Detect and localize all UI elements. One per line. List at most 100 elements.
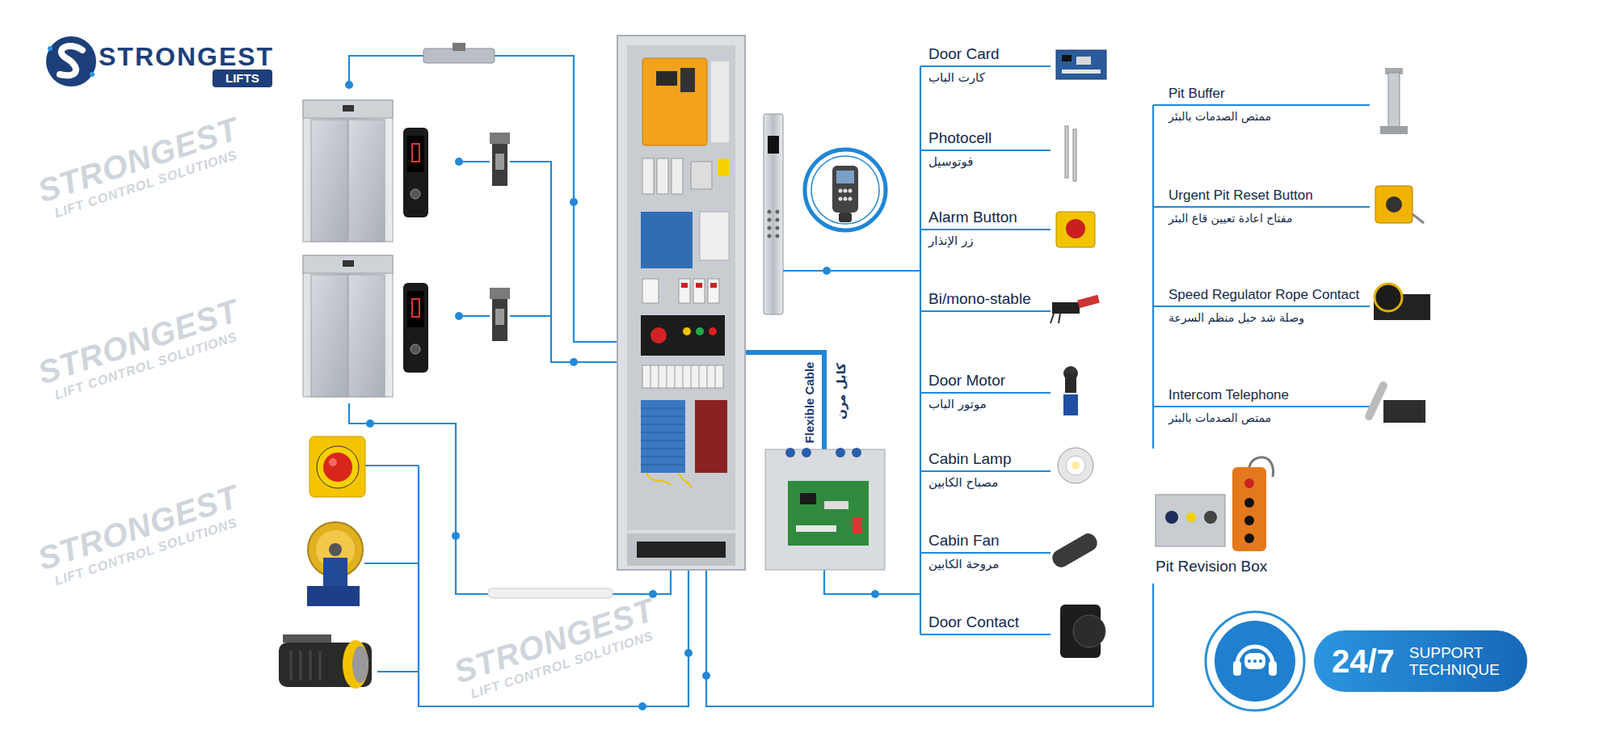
component-label: Pit Revision Box [1155, 557, 1268, 576]
control-cabinet [642, 58, 708, 146]
bistable-icon [1077, 294, 1100, 308]
component-name: Door Card [928, 45, 1000, 64]
component-name-arabic: فوتوسيل [928, 153, 992, 170]
pit-revision-box-icon [1244, 497, 1255, 508]
photocell-icon [1073, 129, 1077, 182]
component-name: Speed Regulator Rope Contact [1168, 286, 1360, 304]
control-cabinet [690, 161, 712, 190]
watermark: STRONGESTLIFT CONTROL SOLUTIONS [33, 110, 248, 225]
control-cabinet [656, 158, 669, 194]
car-operating-panel [767, 135, 779, 154]
wire-dot [366, 419, 375, 428]
handheld-terminal [811, 155, 880, 224]
logo-icon [89, 71, 95, 77]
component-name: Intercom Telephone [1168, 387, 1289, 404]
car-operating-panel [767, 226, 772, 231]
wire-dot [648, 589, 657, 598]
speed-governor [328, 543, 342, 556]
control-cabinet [710, 282, 717, 288]
handheld-terminal [804, 149, 886, 231]
component-label: Cabin Fanمروحة الكابين [928, 531, 1000, 573]
photocell-icon [1065, 126, 1077, 182]
wiring [458, 315, 490, 317]
wire-dot [684, 648, 693, 657]
component-label: Door Motorموتور الباب [928, 371, 1006, 413]
rope-contact-icon [1374, 283, 1403, 312]
handheld-terminal [832, 165, 859, 213]
pit-reset-icon [1375, 185, 1424, 224]
control-cabinet [694, 400, 728, 473]
wiring [920, 66, 1051, 635]
component-name-arabic: كارت الباب [928, 69, 1000, 86]
support-icon [1233, 661, 1242, 676]
logo-badge: LIFTS [212, 69, 273, 88]
logo-icon [46, 36, 97, 87]
hall-display [407, 135, 425, 173]
car-top-box [795, 525, 837, 532]
door-card-icon [1061, 69, 1101, 74]
car-top-box [765, 447, 885, 570]
component-name: Cabin Lamp [928, 450, 1011, 468]
landing-door [303, 255, 393, 274]
control-cabinet [717, 158, 729, 177]
pit-revision-box-icon [1204, 510, 1217, 524]
wiring [1152, 105, 1154, 449]
emergency-stop [309, 436, 366, 497]
light-bar [488, 588, 613, 598]
control-cabinet [682, 327, 691, 336]
control-cabinet [695, 282, 703, 288]
support-hours: 24/7 [1331, 643, 1395, 679]
speed-governor [307, 522, 363, 607]
wiring [706, 569, 1154, 707]
pit-buffer-icon [1388, 72, 1400, 128]
pit-revision-box-icon [1155, 457, 1274, 552]
speed-governor [323, 557, 348, 590]
door-card-icon [1056, 50, 1107, 80]
emergency-stop [323, 452, 353, 482]
cabin-fan-icon [1049, 530, 1101, 570]
hall-display [403, 127, 429, 218]
wire-dot [702, 671, 711, 680]
support-icon [1205, 611, 1305, 711]
traction-motor [282, 634, 332, 643]
control-cabinet [699, 211, 729, 261]
pit-revision-box-icon [1244, 533, 1255, 544]
car-top-box [785, 447, 796, 458]
car-top-box [800, 492, 817, 505]
cabin-lamp-icon [1057, 447, 1094, 484]
wire-dot [345, 80, 354, 89]
car-operating-panel [767, 234, 772, 239]
landing-door [303, 100, 393, 397]
landing-door [348, 274, 385, 397]
support-icon [1244, 652, 1266, 670]
car-top-box [835, 447, 846, 458]
component-name-arabic: وصلة شد حبل منظم السرعة [1168, 309, 1360, 326]
bistable-icon [1050, 313, 1061, 324]
wire-dot [454, 157, 464, 166]
control-cabinet [693, 278, 705, 304]
door-contact-icon [1073, 614, 1106, 648]
car-operating-panel [767, 218, 772, 223]
component-name: Pit Revision Box [1155, 557, 1268, 576]
wiring [349, 55, 424, 85]
pit-revision-box-icon [1244, 515, 1255, 526]
alarm-button-icon [1056, 211, 1095, 248]
hall-display [412, 143, 420, 162]
wiring [612, 569, 671, 594]
hall-display [410, 344, 421, 354]
component-name-arabic: موتور الباب [928, 395, 1006, 413]
pit-revision-box-icon [1232, 467, 1267, 552]
logo-icon [46, 36, 97, 87]
cabin-fan-icon [1049, 530, 1101, 570]
limit-switch [452, 42, 466, 51]
wire-dot [822, 266, 831, 275]
alarm-button-icon [1056, 211, 1095, 248]
wiring [349, 55, 1370, 707]
landing-door [348, 119, 385, 242]
landing-door [342, 105, 354, 112]
component-name: Pit Buffer [1168, 85, 1272, 102]
rope-contact-icon [1373, 283, 1431, 320]
handheld-terminal [838, 197, 843, 202]
wiring [824, 569, 921, 594]
component-name-arabic: مفتاح اعادة تعيين قاع البئر [1168, 210, 1314, 227]
